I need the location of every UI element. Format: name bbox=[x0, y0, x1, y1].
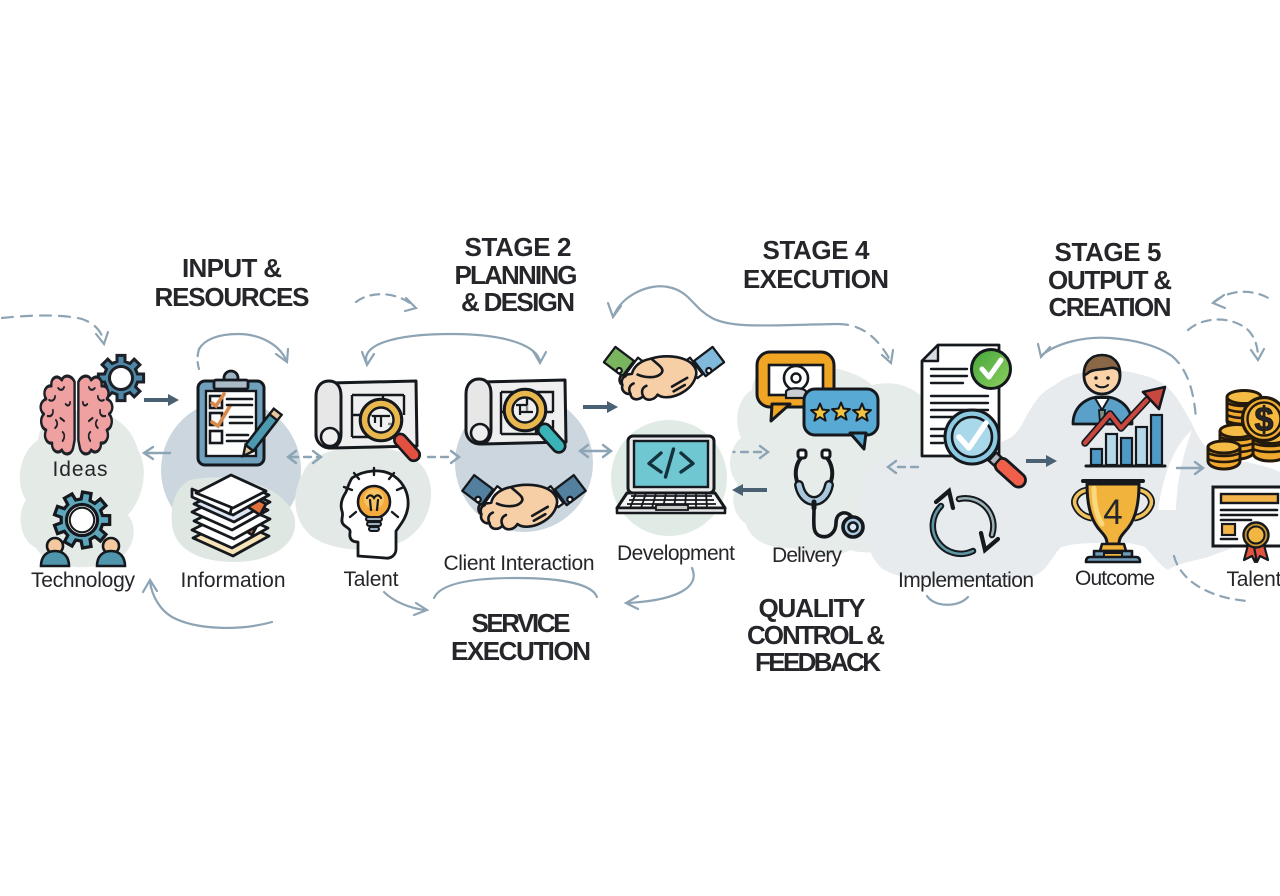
svg-text:Delivery: Delivery bbox=[772, 544, 843, 567]
svg-text:QUALITY: QUALITY bbox=[759, 593, 866, 623]
svg-text:Client Interaction: Client Interaction bbox=[444, 552, 595, 575]
svg-text:STAGE 5: STAGE 5 bbox=[1055, 237, 1162, 267]
svg-text:EXECUTION: EXECUTION bbox=[743, 264, 889, 294]
svg-text:RESOURCES: RESOURCES bbox=[155, 282, 310, 312]
svg-text:Technology: Technology bbox=[31, 569, 136, 592]
svg-text:EXECUTION: EXECUTION bbox=[451, 636, 591, 666]
svg-text:PLANNING: PLANNING bbox=[455, 260, 578, 290]
svg-text:Development: Development bbox=[617, 542, 735, 565]
svg-text:STAGE 2: STAGE 2 bbox=[465, 232, 572, 262]
svg-text:Outcome: Outcome bbox=[1075, 567, 1155, 590]
svg-text:Implementation: Implementation bbox=[898, 569, 1034, 592]
svg-text:Ideas: Ideas bbox=[53, 458, 108, 481]
svg-text:STAGE 4: STAGE 4 bbox=[763, 235, 871, 265]
svg-text:CONTROL &: CONTROL & bbox=[747, 620, 885, 650]
svg-text:FEEDBACK: FEEDBACK bbox=[755, 647, 881, 677]
svg-text:$: $ bbox=[1255, 401, 1274, 439]
svg-text:Information: Information bbox=[181, 569, 286, 592]
svg-text:INPUT &: INPUT & bbox=[182, 253, 282, 283]
svg-text:CREATION: CREATION bbox=[1049, 292, 1172, 322]
svg-text:Talent: Talent bbox=[1227, 568, 1280, 591]
svg-text:Talent: Talent bbox=[344, 568, 399, 591]
svg-text:OUTPUT &: OUTPUT & bbox=[1048, 265, 1172, 295]
svg-text:& DESIGN: & DESIGN bbox=[461, 287, 575, 317]
svg-text:4: 4 bbox=[1103, 493, 1122, 532]
svg-text:SERVICE: SERVICE bbox=[472, 608, 571, 638]
